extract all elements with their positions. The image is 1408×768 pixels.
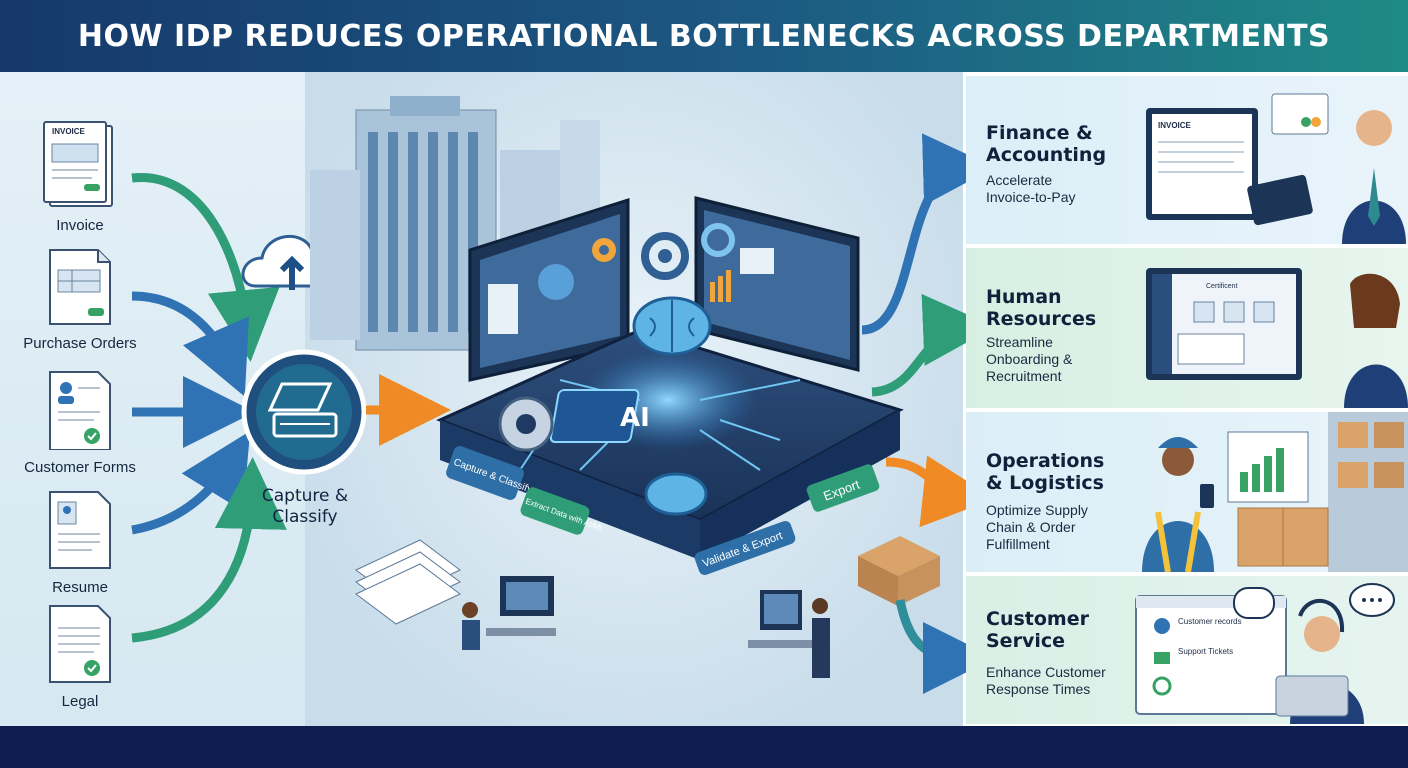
purchase-order-document-icon [49,249,111,325]
hr-screen-tag: Certificent [1206,283,1238,290]
arrow-legal [131,457,287,643]
legal-document-icon [49,605,111,683]
invoice-tag: INVOICE [52,127,86,136]
arrow-purchase-orders [131,291,249,397]
doc-label-legal: Legal [61,693,99,710]
arrow-invoice [131,173,280,362]
idp-processing-platform: AI Capture & Classify Extract Data with … [436,296,904,576]
document-stack-icon [355,539,461,625]
invoice-document-icon: INVOICE [43,121,113,207]
dept-title-finance: Finance &Accounting [986,122,1107,166]
chat-dots-icon [1349,583,1395,617]
cardboard-box-icon [858,536,940,606]
finance-screen-tag: INVOICE [1158,121,1192,130]
floating-gear-icon [641,232,689,280]
arrow-to-hr [871,293,995,397]
page-title: HOW IDP REDUCES OPERATIONAL BOTTLENECKS … [77,18,1331,54]
customer-service-illustration: Customer records Support Tickets [1135,583,1395,724]
arrow-to-customer-service [895,599,995,694]
cs-item-support-tickets: Support Tickets [1178,647,1233,656]
office-worker-desk-right [748,590,830,678]
platform-gear-icon [498,396,554,452]
dashboard-monitor-left [468,197,630,382]
doc-purchase-orders: Purchase Orders [0,246,160,352]
cs-item-customer-records: Customer records [1178,617,1242,626]
footer-bar [0,726,1408,768]
header-banner: HOW IDP REDUCES OPERATIONAL BOTTLENECKS … [0,0,1408,72]
customer-form-document-icon [49,371,111,451]
doc-label-purchase-orders: Purchase Orders [23,335,137,352]
doc-label-invoice: Invoice [56,217,104,234]
capture-classify-label: Capture &Classify [261,486,349,527]
office-worker-desk-left [462,576,556,650]
finance-illustration: INVOICE [1146,93,1406,244]
ai-chip-label: AI [620,403,650,433]
doc-resume: Resume [0,490,160,596]
doc-invoice: INVOICE Invoice [0,118,160,234]
scanner-icon [241,349,367,475]
gear-icon [592,238,616,262]
chat-bubble-icon [1233,587,1275,619]
ai-chip-icon: AI [549,389,650,443]
operations-illustration [1142,412,1408,572]
doc-label-resume: Resume [52,579,108,596]
dashboard-monitor-right [694,196,860,372]
dept-title-operations: Operations& Logistics [986,450,1105,494]
export-button-label: Export [806,464,880,512]
arrow-to-finance [861,133,995,335]
brain-icon [632,296,712,356]
doc-label-customer-forms: Customer Forms [24,459,136,476]
resume-document-icon [49,491,111,569]
doc-customer-forms: Customer Forms [0,370,160,476]
arrow-resume [131,431,251,535]
hr-illustration: Certificent [1146,268,1408,408]
brain-icon-lower [644,472,708,516]
arrow-to-operations [885,455,995,528]
doc-legal: Legal [0,604,160,710]
